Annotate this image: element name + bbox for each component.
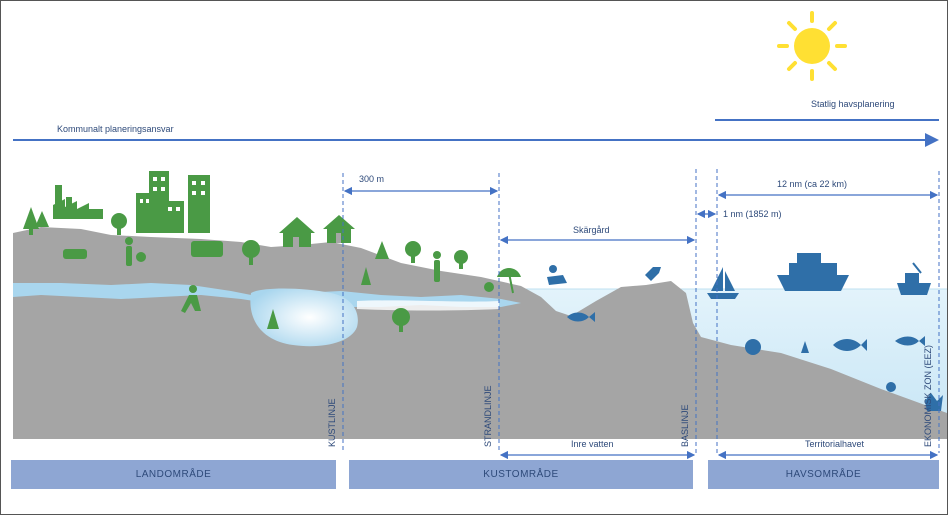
swimmer-icon <box>547 265 567 285</box>
ferry-icon <box>777 253 849 291</box>
bus-icon <box>191 241 223 257</box>
label-strandlinje: STRANDLINJE <box>483 385 493 447</box>
label-territorialhavet: Territorialhavet <box>805 439 865 449</box>
car-icon <box>63 249 87 259</box>
zone-landomrade: LANDOMRÅDE <box>11 460 336 489</box>
label-1nm: 1 nm (1852 m) <box>723 209 782 219</box>
statlig-label: Statlig havsplanering <box>811 99 895 109</box>
city-buildings-icon <box>136 171 210 233</box>
fish-icon <box>567 312 595 322</box>
fishing-boat-icon <box>897 262 931 295</box>
label-inre-vatten: Inre vatten <box>571 439 614 449</box>
tree-icons <box>23 207 468 332</box>
house-icons <box>279 215 355 247</box>
label-ekonomisk-zon: EKONOMISK ZON (EEZ) <box>923 345 933 447</box>
lake <box>250 288 358 347</box>
bird-icon <box>645 267 661 281</box>
label-kustlinje: KUSTLINJE <box>327 398 337 447</box>
zone-havsomrade: HAVSOMRÅDE <box>708 460 939 489</box>
kommunalt-label: Kommunalt planeringsansvar <box>57 124 174 134</box>
label-300m: 300 m <box>359 174 384 184</box>
marine-life-icons <box>745 336 943 411</box>
people-icons <box>125 237 441 313</box>
factory-icon <box>53 185 103 219</box>
sailboat-icon <box>707 267 739 299</box>
zone-kustomrade: KUSTOMRÅDE <box>349 460 693 489</box>
label-baslinje: BASLINJE <box>680 404 690 447</box>
boundary-lines <box>342 169 940 453</box>
label-12nm: 12 nm (ca 22 km) <box>777 179 847 189</box>
beach-umbrella-icon <box>484 268 521 294</box>
sun-icon <box>777 11 847 81</box>
label-skargard: Skärgård <box>573 225 610 235</box>
land-ground <box>13 227 947 439</box>
